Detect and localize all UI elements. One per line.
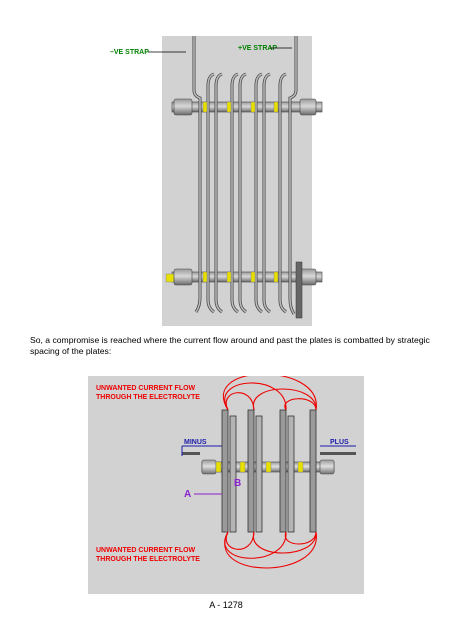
pos-strap-label: +VE STRAP — [238, 45, 277, 52]
bottom-bolt — [165, 268, 323, 286]
top-unwanted-flow-label-2: THROUGH THE ELECTROLYTE — [96, 394, 200, 401]
bottom-unwanted-flow-label-1: UNWANTED CURRENT FLOW — [96, 547, 196, 554]
positive-plates — [214, 36, 298, 315]
negative-plates — [192, 36, 263, 314]
bottom-current-arcs — [224, 531, 317, 569]
top-current-arcs — [222, 376, 317, 411]
plus-label: PLUS — [330, 439, 349, 446]
spacer-washers — [202, 101, 279, 283]
top-unwanted-flow-label-1: UNWANTED CURRENT FLOW — [96, 385, 196, 392]
bottom-unwanted-flow-label-2: THROUGH THE ELECTROLYTE — [96, 556, 200, 563]
minus-label: MINUS — [184, 439, 207, 446]
label-b: B — [234, 478, 241, 489]
body-paragraph: So, a compromise is reached where the cu… — [30, 335, 430, 356]
page-number: A - 1278 — [209, 600, 243, 610]
neg-strap-label: –VE STRAP — [110, 49, 149, 56]
label-a: A — [184, 489, 191, 500]
plates — [221, 409, 317, 533]
top-bolt — [171, 98, 323, 116]
washers — [215, 461, 304, 473]
plate-stack-figure: –VE STRAP +VE STRAP — [110, 36, 323, 326]
current-flow-figure: UNWANTED CURRENT FLOW THROUGH THE ELECTR… — [88, 376, 364, 594]
